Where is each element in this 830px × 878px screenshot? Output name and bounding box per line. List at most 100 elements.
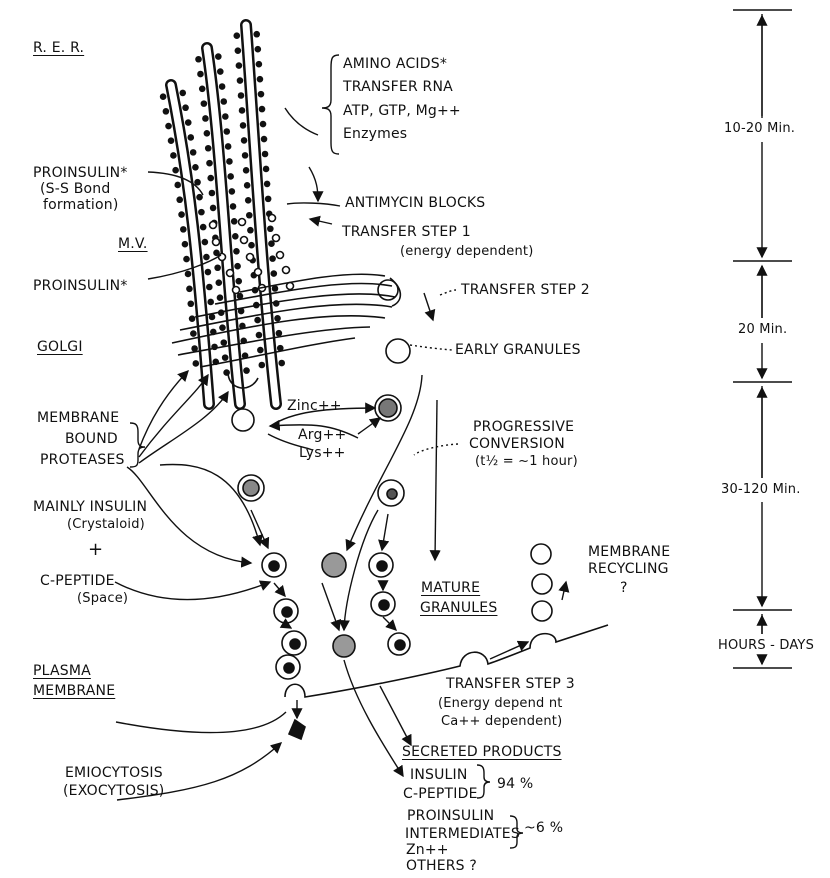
plasma-membrane-label: PLASMA xyxy=(33,663,91,679)
exocytosis-label: (EXOCYTOSIS) xyxy=(63,783,164,799)
secreted-others: OTHERS ? xyxy=(406,858,477,874)
ribosome-dot xyxy=(233,32,240,39)
ribosome-dot xyxy=(210,205,217,212)
rer-input: Enzymes xyxy=(343,126,407,142)
timeline-label-2: 20 Min. xyxy=(738,322,787,337)
ribosome-dot xyxy=(274,315,281,322)
ribosome-dot xyxy=(231,218,238,225)
ribosome-dot xyxy=(178,211,185,218)
ribosome-dot xyxy=(245,197,252,204)
ribosome-dot xyxy=(196,194,203,201)
mv-label: M.V. xyxy=(118,236,148,252)
ribosome-dot xyxy=(227,173,234,180)
timeline-label-1: 10-20 Min. xyxy=(724,121,795,136)
c-peptide-label: C-PEPTIDE xyxy=(40,573,115,589)
ribosome-dot xyxy=(238,92,245,99)
secreted-c-peptide: C-PEPTIDE xyxy=(403,786,478,802)
transfer-step-3-label: TRANSFER STEP 3 xyxy=(446,676,575,692)
ribosome-dot xyxy=(180,226,187,233)
ribosome-dot xyxy=(246,212,253,219)
ribosome-dot xyxy=(257,347,264,354)
ribosome-dot xyxy=(232,233,239,240)
ribosome-dot xyxy=(278,360,285,367)
progressive-label: PROGRESSIVE xyxy=(473,419,574,435)
ribosome-dot xyxy=(265,196,272,203)
rer-label: R. E. R. xyxy=(33,40,84,56)
ribosome-dot xyxy=(168,137,175,144)
ribosome-dot xyxy=(176,196,183,203)
ribosome-dot xyxy=(205,145,212,152)
secreted-products-label: SECRETED PRODUCTS xyxy=(402,744,562,760)
ribosome-dot xyxy=(170,152,177,159)
plasma-membrane-label: MEMBRANE xyxy=(33,683,115,699)
ribosome-dot xyxy=(240,122,247,129)
secreted-zn: Zn++ xyxy=(406,842,449,858)
ribosome-dot xyxy=(260,121,267,128)
ribosome-dot xyxy=(267,225,274,232)
ribosome-dot xyxy=(195,56,202,63)
transfer-step-2-label: TRANSFER STEP 2 xyxy=(461,282,590,298)
ribosome-dot xyxy=(235,278,242,285)
ribosome-dot xyxy=(217,68,224,75)
ribosome-dot xyxy=(209,190,216,197)
ribosome-dot xyxy=(182,241,189,248)
ribosome-dot xyxy=(192,164,199,171)
ribosome-dot xyxy=(163,108,170,115)
ribosome-dot xyxy=(202,239,209,246)
ribosome-dot xyxy=(206,160,213,167)
zinc-label: Zinc++ xyxy=(287,398,342,414)
ribosome-dot xyxy=(235,47,242,54)
ribosome-dot xyxy=(233,248,240,255)
ribosome-dot xyxy=(243,167,250,174)
emiocytosis-label: EMIOCYTOSIS xyxy=(65,765,163,781)
ribosome-dot xyxy=(183,256,190,263)
secreted-intermediates: INTERMEDIATES xyxy=(405,826,520,842)
membrane-recycling-label: MEMBRANE xyxy=(588,544,670,560)
rer-input: AMINO ACIDS* xyxy=(343,56,447,72)
ribosome-dot xyxy=(190,149,197,156)
membrane-bound-label: BOUND xyxy=(65,431,118,447)
ribosome-dot xyxy=(204,130,211,137)
ribosome-dot xyxy=(199,86,206,93)
ribosome-dot xyxy=(247,227,254,234)
ribosome-dot xyxy=(193,360,200,367)
ribosome-dot xyxy=(237,77,244,84)
ribosome-dot xyxy=(276,330,283,337)
ribosome-dot xyxy=(165,123,172,130)
ribosome-dot xyxy=(179,90,186,97)
proinsulin-ss-note: (S-S Bond xyxy=(40,181,110,197)
secreted-proinsulin: PROINSULIN xyxy=(407,808,494,824)
ribosome-dot xyxy=(244,182,251,189)
ribosome-dot xyxy=(187,134,194,141)
ribosome-dot xyxy=(256,61,263,68)
ribosome-dot xyxy=(207,299,214,306)
mature-granules-label: GRANULES xyxy=(420,600,497,616)
ribosome-dot xyxy=(225,143,232,150)
ribosome-dot xyxy=(185,119,192,126)
ribosome-dot xyxy=(263,166,270,173)
transfer-step-3-note: (Energy depend nt xyxy=(438,696,563,711)
ribosome-dot xyxy=(234,263,241,270)
ribosome-dot xyxy=(239,107,246,114)
timeline-label-4: HOURS - DAYS xyxy=(718,638,814,653)
ribosome-dot xyxy=(215,279,222,286)
ribosome-dot xyxy=(160,93,167,100)
ribosome-dot xyxy=(190,330,197,337)
transfer-step-3-note: Ca++ dependent) xyxy=(441,714,562,729)
ribosome-dot xyxy=(254,317,261,324)
membrane-bound-label: MEMBRANE xyxy=(37,410,119,426)
ribosome-dot xyxy=(241,137,248,144)
percent-6: ~6 % xyxy=(524,820,563,836)
percent-94: 94 % xyxy=(497,776,533,792)
ribosome-dot xyxy=(202,115,209,122)
plus-sign: + xyxy=(88,542,103,558)
proinsulin-label: PROINSULIN* xyxy=(33,278,128,294)
ribosome-dot xyxy=(214,264,221,271)
ribosome-dot xyxy=(198,209,205,216)
ribosome-dot xyxy=(222,113,229,120)
ribosome-dot xyxy=(262,151,269,158)
ribosome-dot xyxy=(230,203,237,210)
ribosome-dot xyxy=(255,46,262,53)
ribosome-dot xyxy=(248,242,255,249)
ribosome-dot xyxy=(185,271,192,278)
